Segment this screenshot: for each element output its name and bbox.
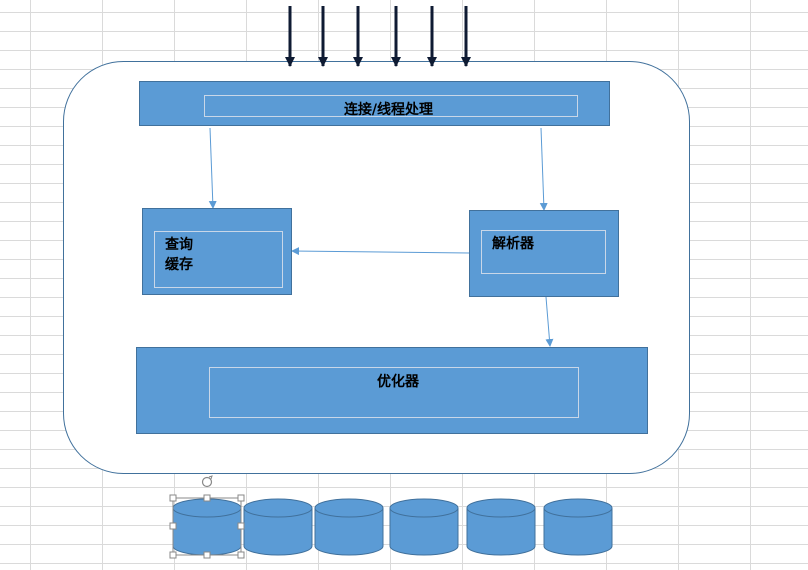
storage-cylinder [172,498,242,556]
query-cache-block[interactable]: 查询 缓存 [142,208,292,295]
resize-handle [237,522,245,530]
resize-handle [169,522,177,530]
parser-label: 解析器 [492,236,534,252]
query-cache-textbox [154,231,283,288]
parser-textbox [481,230,606,274]
arrow-connection-to-parser [539,127,548,211]
connection-thread-block[interactable]: 连接/线程处理 [139,81,610,126]
resize-handle [203,494,211,502]
resize-handle [203,551,211,559]
arrow-connection-to-cache [208,127,217,209]
storage-engines [172,498,613,556]
optimizer-textbox [209,367,579,418]
resize-handle [237,494,245,502]
resize-handle [237,551,245,559]
storage-cylinder [543,498,613,556]
storage-cylinder [389,498,459,556]
connection-thread-label: 连接/线程处理 [343,102,434,118]
storage-cylinder [243,498,313,556]
query-cache-label-line2: 缓存 [165,257,193,273]
selection-frame[interactable] [169,475,245,559]
rotate-handle-icon [201,475,213,488]
resize-handle [169,494,177,502]
storage-cylinder [466,498,536,556]
query-cache-label-line1: 查询 [165,237,193,253]
parser-block[interactable]: 解析器 [469,210,619,297]
connection-thread-textbox [204,95,578,117]
incoming-connection-arrows [285,6,471,67]
arrow-parser-to-optimizer [545,296,554,347]
resize-handle [169,551,177,559]
optimizer-label: 优化器 [377,374,419,390]
storage-cylinder [314,498,384,556]
optimizer-block[interactable]: 优化器 [136,347,648,434]
arrow-parser-to-cache [291,247,470,256]
